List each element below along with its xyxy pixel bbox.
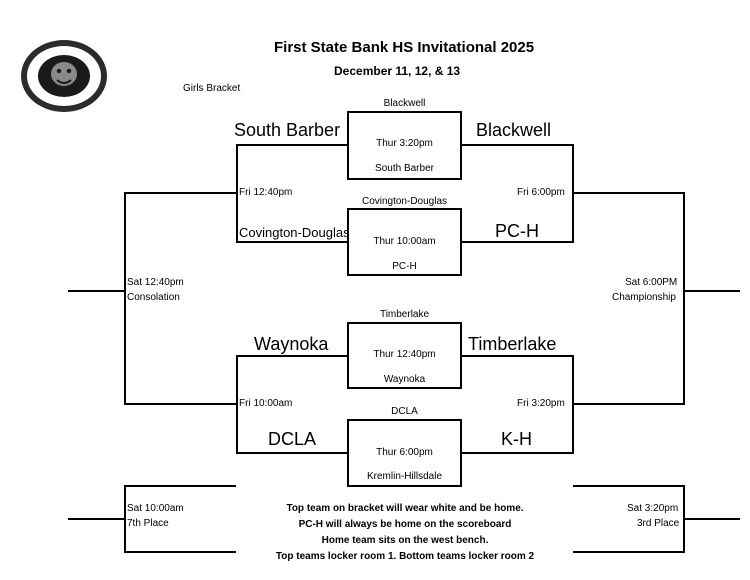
game-3-bottom-label: Waynoka (383, 374, 426, 385)
consolation-time: Sat 12:40pm (127, 277, 184, 288)
bracket-line (683, 192, 685, 405)
bracket-line (68, 518, 125, 520)
slot-fri-bottom-right: Fri 3:20pm (517, 398, 565, 409)
bracket-label: Girls Bracket (183, 83, 241, 94)
third-place-label: 3rd Place (637, 518, 680, 529)
note-line: Top team on bracket will wear white and … (286, 503, 524, 514)
game-box-2 (347, 208, 462, 276)
bracket-line (684, 518, 740, 520)
school-logo (21, 40, 107, 112)
seventh-place-label: 7th Place (127, 518, 169, 529)
team-pc-h: PC-H (495, 221, 539, 241)
event-dates: December 11, 12, & 13 (334, 64, 461, 78)
bracket-line (573, 485, 684, 487)
bracket-line (462, 144, 573, 146)
bracket-line (236, 355, 347, 357)
bracket-line (124, 485, 236, 487)
slot-fri-bottom-left: Fri 10:00am (239, 398, 293, 409)
slot-fri-top-left: Fri 12:40pm (239, 187, 293, 198)
bracket-line (68, 290, 125, 292)
third-place-time: Sat 3:20pm (627, 503, 679, 514)
seventh-place-time: Sat 10:00am (127, 503, 184, 514)
bracket-line (236, 241, 347, 243)
slot-fri-top-right: Fri 6:00pm (517, 187, 565, 198)
bracket-line (462, 452, 573, 454)
game-2-time: Thur 10:00am (373, 236, 436, 247)
team-waynoka: Waynoka (254, 334, 329, 354)
bracket-line (124, 403, 236, 405)
championship-time: Sat 6:00PM (625, 277, 678, 288)
page-title: First State Bank HS Invitational 2025 (274, 39, 535, 56)
game-4-bottom-label: Kremlin-Hillsdale (366, 471, 443, 482)
bracket-line (124, 192, 126, 405)
bracket-line (124, 551, 236, 553)
bracket-line (684, 290, 740, 292)
bracket-line (573, 403, 684, 405)
team-covington-douglas: Covington-Douglas (239, 225, 350, 240)
consolation-label: Consolation (127, 292, 180, 303)
game-1-top-label: Blackwell (383, 98, 426, 109)
team-south-barber: South Barber (234, 120, 341, 140)
game-3-top-label: Timberlake (379, 309, 430, 320)
game-box-1 (347, 111, 462, 180)
team-k-h: K-H (501, 429, 532, 449)
game-4-top-label: DCLA (391, 406, 418, 417)
note-line: PC-H will always be home on the scoreboa… (298, 519, 512, 530)
game-1-time: Thur 3:20pm (376, 138, 433, 149)
game-box-3 (347, 322, 462, 389)
bracket-line (573, 551, 684, 553)
game-1-bottom-label: South Barber (375, 163, 434, 174)
team-dcla: DCLA (268, 429, 317, 449)
bracket-line (573, 192, 684, 194)
game-3-time: Thur 12:40pm (373, 349, 436, 360)
championship-label: Championship (612, 292, 676, 303)
bracket-line (236, 452, 347, 454)
bracket-line (236, 144, 238, 243)
bracket-line (124, 485, 126, 553)
team-blackwell: Blackwell (476, 120, 552, 140)
note-line: Home team sits on the west bench. (321, 535, 489, 546)
game-4-time: Thur 6:00pm (376, 447, 433, 458)
team-timberlake: Timberlake (468, 334, 557, 354)
game-2-bottom-label: PC-H (392, 261, 417, 272)
note-line: Top teams locker room 1. Bottom teams lo… (275, 551, 535, 562)
bracket-line (462, 355, 573, 357)
bracket-line (236, 144, 347, 146)
game-2-top-label: Covington-Douglas (361, 196, 448, 207)
game-box-4 (347, 419, 462, 487)
bracket-line (124, 192, 236, 194)
bracket-line (462, 241, 573, 243)
bracket-line (236, 355, 238, 454)
